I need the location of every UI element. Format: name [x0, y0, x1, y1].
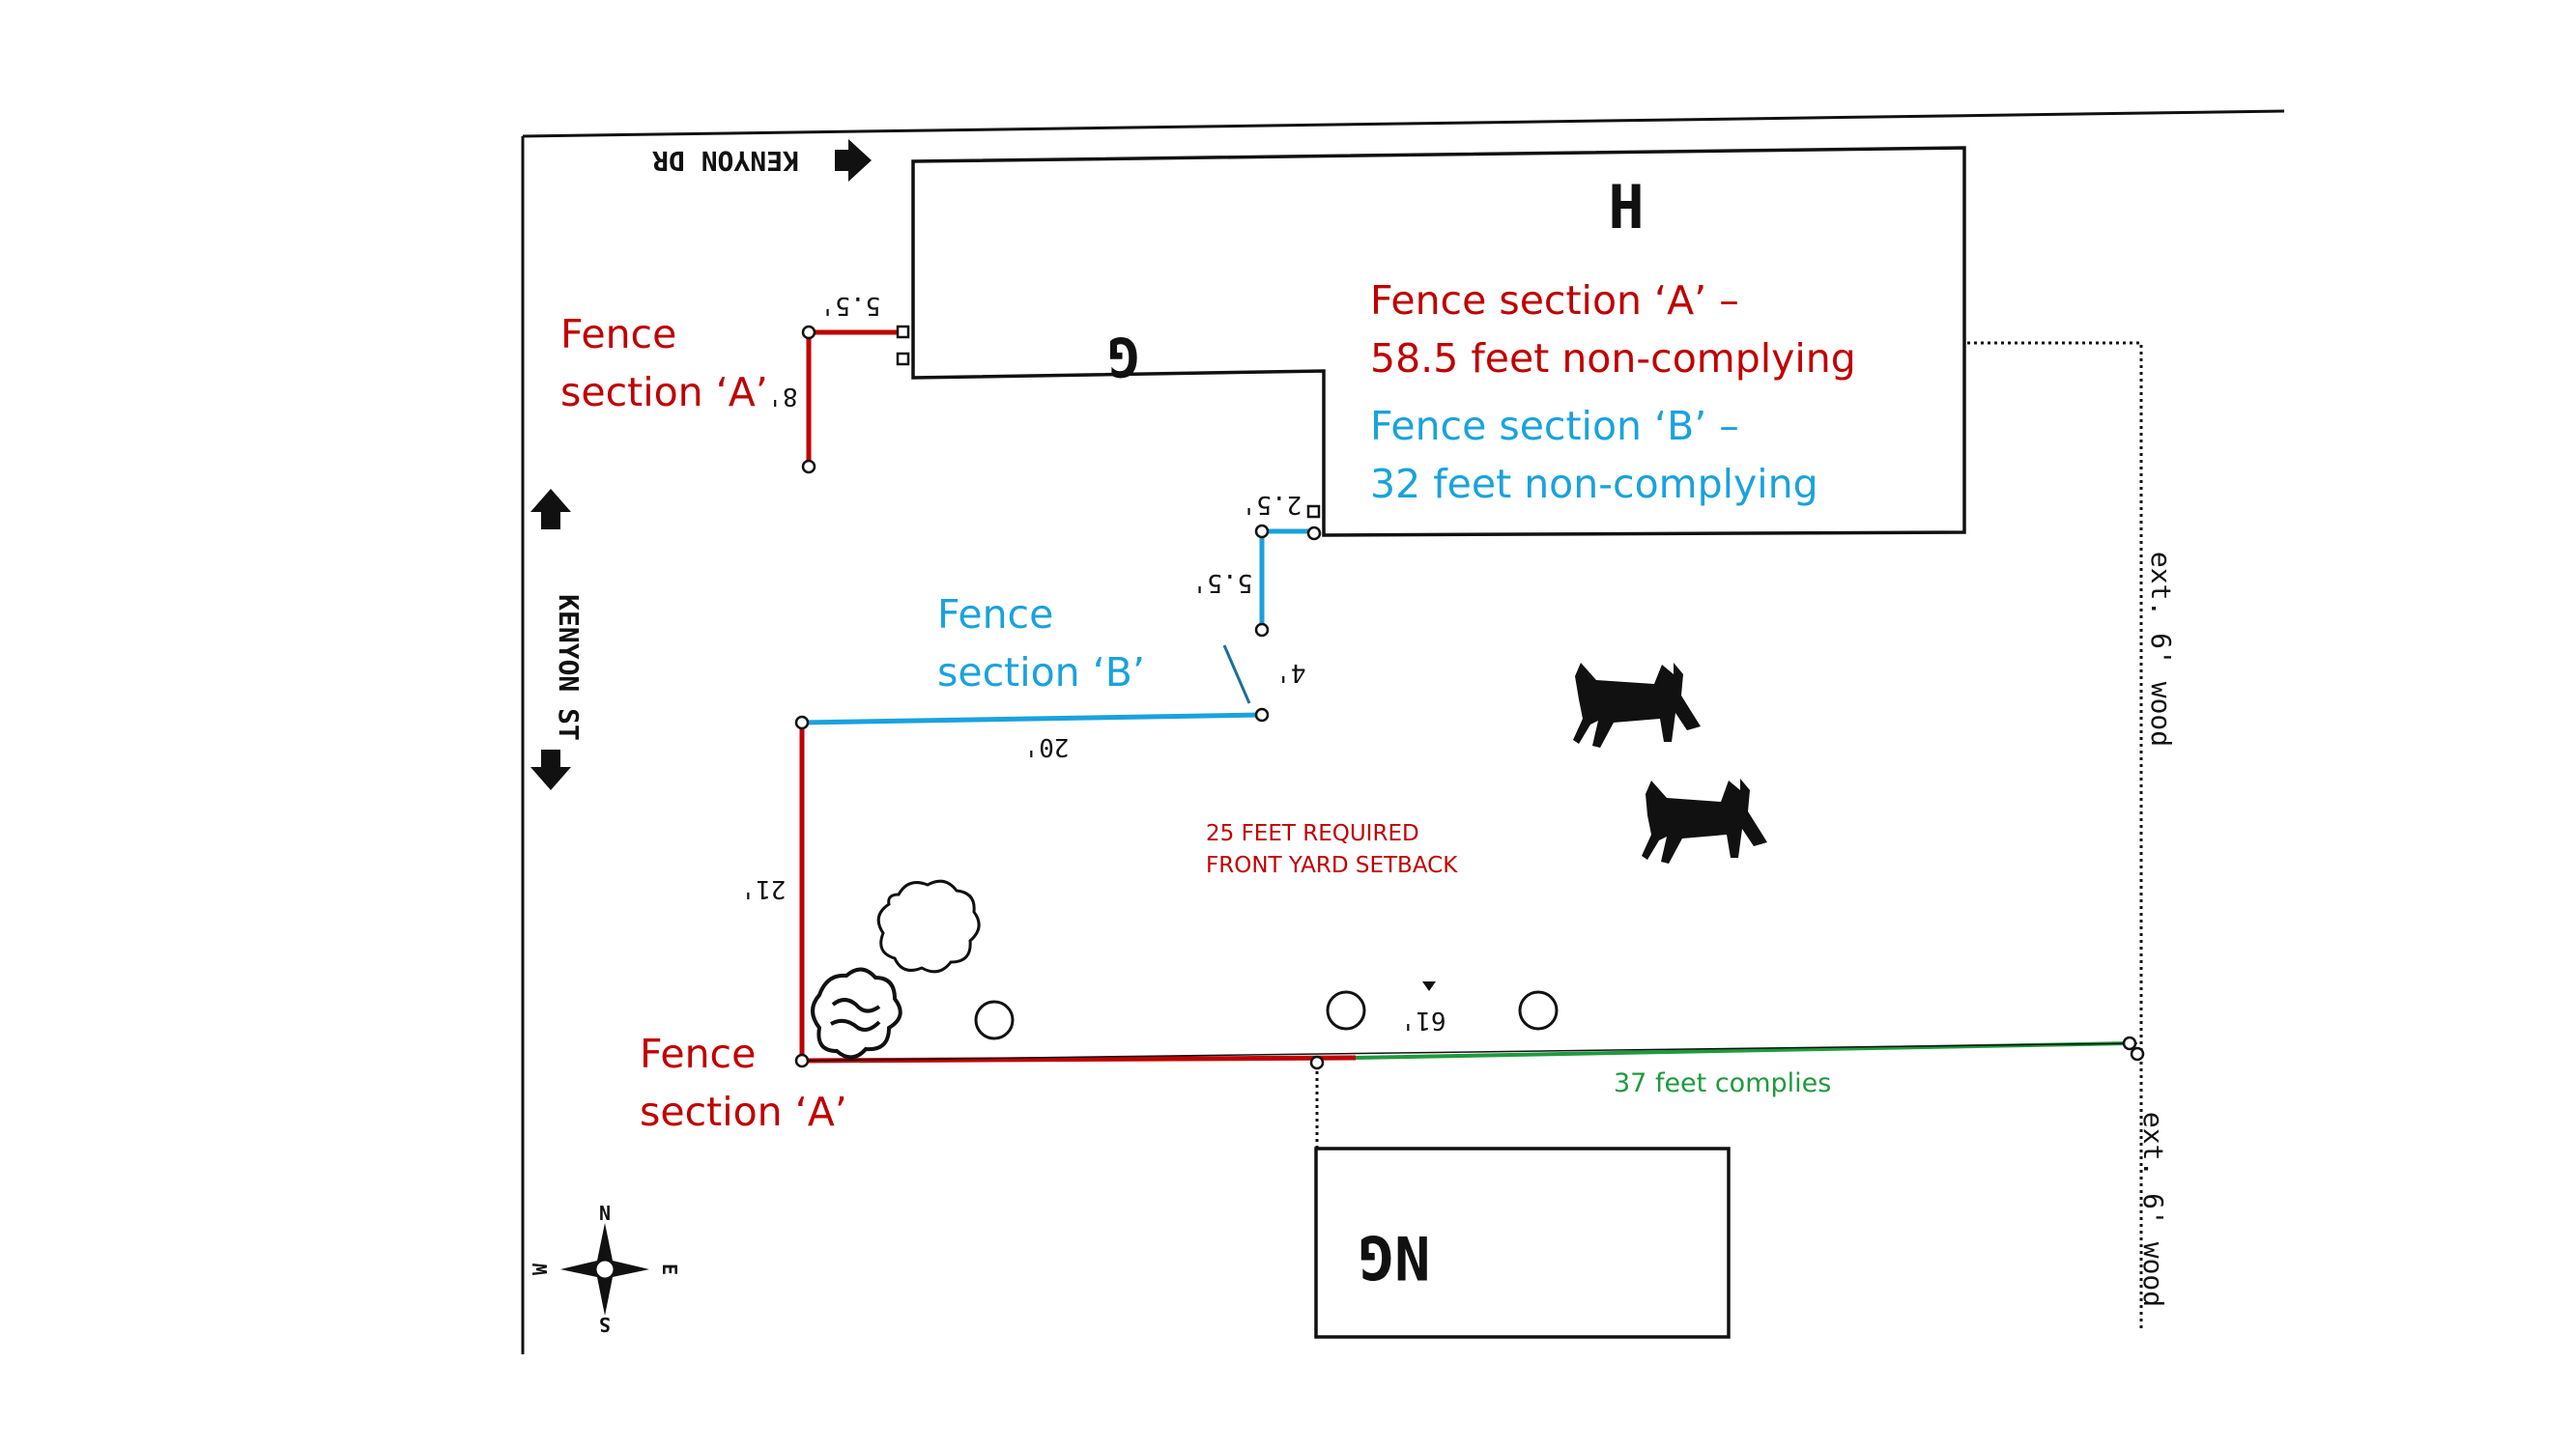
- fence-a-upper-segment: [806, 329, 903, 467]
- kenyon-dr-street: KENYON DR: [652, 139, 872, 182]
- legend-a-line2: 58.5 feet non-complying: [1370, 335, 1856, 382]
- property-boundary: [521, 109, 2285, 1354]
- gate-swing-line: [1222, 644, 1251, 704]
- fence-b-annotation: Fence section ‘B’: [937, 591, 1145, 696]
- compass-north: N: [599, 1202, 611, 1225]
- fence-post: [1254, 524, 1270, 539]
- legend: Fence section ‘A’ – 58.5 feet non-comply…: [1370, 277, 1856, 507]
- wall-anchors: [896, 325, 1321, 519]
- fence-b-long-segment: [801, 712, 1263, 725]
- tree-icon: [1326, 990, 1366, 1031]
- wall-anchor: [1306, 504, 1321, 519]
- fence-post: [1254, 622, 1270, 638]
- legend-b-line2: 32 feet non-complying: [1370, 461, 1818, 507]
- kenyon-st-street: KENYON ST: [530, 489, 585, 790]
- fence-a-lower-segment: [799, 723, 1357, 1064]
- dotted-house-to-east-line: [1967, 341, 2143, 1329]
- setback-note: 25 FEET REQUIRED FRONT YARD SETBACK: [1206, 821, 1458, 878]
- fence-a-bottom-line1: Fence: [640, 1031, 756, 1077]
- fence-post: [1306, 526, 1322, 541]
- fence-b-line2: section ‘B’: [937, 649, 1145, 696]
- legend-a-line1: Fence section ‘A’ –: [1370, 277, 1739, 324]
- fence-post: [2130, 1046, 2145, 1062]
- fence-post: [794, 1053, 810, 1068]
- kenyon-dr-arrow-icon: [835, 139, 872, 182]
- dimension-21: 21': [741, 874, 787, 903]
- fence-a-bottom-line2: section ‘A’: [640, 1089, 847, 1135]
- dimension-5-5-top: 5.5': [820, 291, 881, 320]
- garage-letter: G: [1107, 325, 1140, 387]
- dimension-4: 4': [1275, 658, 1305, 687]
- fence-post: [1254, 707, 1270, 723]
- wall-anchor: [896, 325, 910, 339]
- fence-b-upper-segment: [1259, 528, 1314, 630]
- ext-wood-label-upper: ext. 6' wood: [2145, 552, 2177, 747]
- kenyon-st-down-arrow-icon: [530, 750, 571, 790]
- fence-post: [1309, 1055, 1325, 1070]
- animal-icon: [1573, 663, 1701, 748]
- kenyon-st-label: KENYON ST: [553, 594, 585, 741]
- animals: [1573, 663, 1767, 864]
- house-letter: H: [1608, 172, 1644, 242]
- kenyon-st-up-arrow-icon: [530, 489, 571, 529]
- bush-icon: [811, 967, 902, 1060]
- trees: [811, 879, 1559, 1060]
- legend-b-line1: Fence section ‘B’ –: [1370, 403, 1739, 449]
- compass-west: W: [529, 1263, 552, 1275]
- south-boundary-line: [801, 1042, 2138, 1062]
- fence-b-line1: Fence: [937, 591, 1053, 638]
- compass-east: E: [658, 1264, 681, 1275]
- fence-posts: [794, 325, 2145, 1070]
- top-boundary-line: [522, 109, 2285, 138]
- dimension-20: 20': [1024, 732, 1070, 761]
- fence-post: [801, 459, 816, 474]
- compass-rose: N S E W: [529, 1202, 681, 1336]
- wall-anchor: [896, 352, 910, 366]
- dimension-5-5-mid: 5.5': [1192, 568, 1253, 597]
- fence-post: [801, 325, 816, 340]
- kenyon-dr-label: KENYON DR: [652, 145, 799, 177]
- animal-icon: [1642, 779, 1767, 864]
- fence-a-top-annotation: Fence section ‘A’: [560, 311, 768, 415]
- dimension-tick-marker: [1422, 981, 1436, 991]
- setback-line1: 25 FEET REQUIRED: [1206, 821, 1419, 846]
- dimension-labels: 5.5' 8' 2.5' 5.5' 4' 20' 21' 61': [741, 291, 1446, 1035]
- dotted-east-lines: [1315, 341, 2143, 1329]
- tree-icon: [974, 1000, 1015, 1040]
- fence-a-top-line2: section ‘A’: [560, 369, 768, 415]
- house-outline: [911, 146, 1966, 537]
- compass-south: S: [599, 1313, 611, 1336]
- neighbor-garage-letter: NG: [1359, 1222, 1431, 1293]
- tree-icon: [1518, 990, 1559, 1031]
- complies-note: 37 feet complies: [1614, 1068, 1831, 1098]
- dimension-8: 8': [767, 382, 797, 411]
- ext-wood-label-lower: ext. 6' wood: [2137, 1112, 2169, 1307]
- setback-line2: FRONT YARD SETBACK: [1206, 853, 1458, 878]
- fence-post: [794, 715, 810, 730]
- shrub-icon: [876, 879, 981, 974]
- fence-post: [2122, 1036, 2137, 1051]
- dimension-2-5: 2.5': [1242, 490, 1302, 519]
- neighbor-garage-outline: [1314, 1147, 1731, 1339]
- fence-a-bottom-annotation: Fence section ‘A’: [640, 1031, 847, 1135]
- fence-a-top-line1: Fence: [560, 311, 676, 357]
- compass-center: [593, 1258, 616, 1281]
- dimension-61: 61': [1401, 1006, 1446, 1035]
